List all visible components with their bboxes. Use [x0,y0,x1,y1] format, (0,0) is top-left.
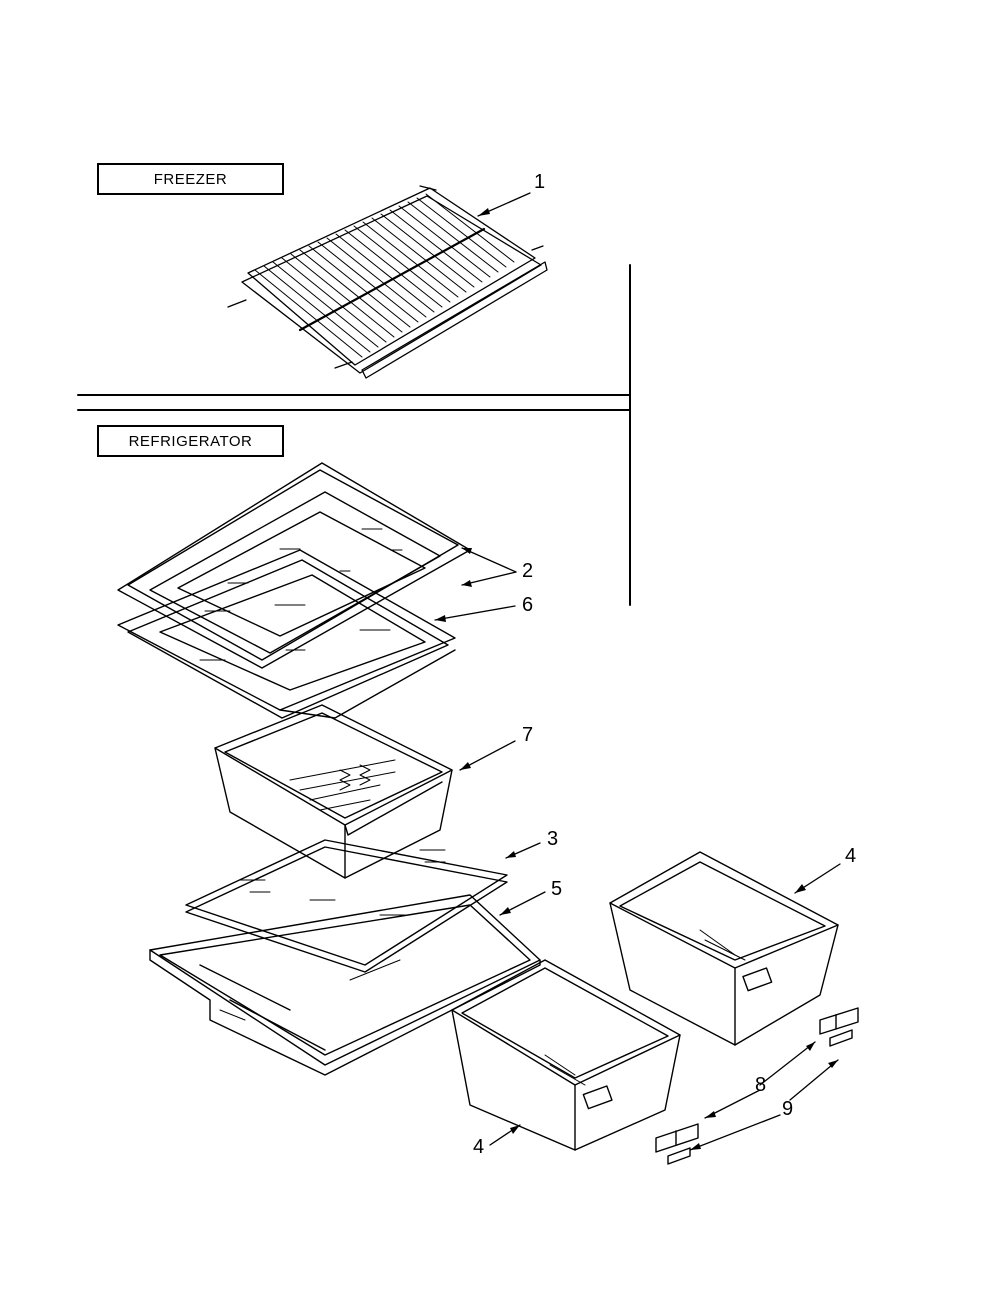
callout-3: 3 [547,828,559,850]
crisper-glass-part [185,839,508,973]
refrigerator-section-label: REFRIGERATOR [97,425,284,457]
label-inserts [655,1007,859,1165]
callout-4-left: 4 [473,1136,485,1158]
crisper-drawer-right [609,851,839,1046]
shelf-frame-part [117,549,456,719]
callout-6: 6 [522,594,534,616]
leader-lines [434,192,841,1151]
crisper-drawer-left [451,959,681,1151]
callout-4-right: 4 [845,845,857,867]
wire-shelf-part [227,185,548,379]
freezer-section-label: FREEZER [97,163,284,195]
callout-7: 7 [522,724,534,746]
callout-5: 5 [551,878,563,900]
callout-9: 9 [782,1098,794,1120]
callout-1: 1 [534,171,546,193]
refrigerator-label-text: REFRIGERATOR [128,432,253,450]
meat-pan-part [214,704,453,879]
arrow-heads [435,208,838,1150]
crisper-frame-part [149,894,541,1076]
freezer-label-text: FREEZER [153,170,228,188]
section-dividers [77,264,631,606]
callout-2: 2 [522,560,534,582]
callout-8: 8 [755,1074,767,1096]
